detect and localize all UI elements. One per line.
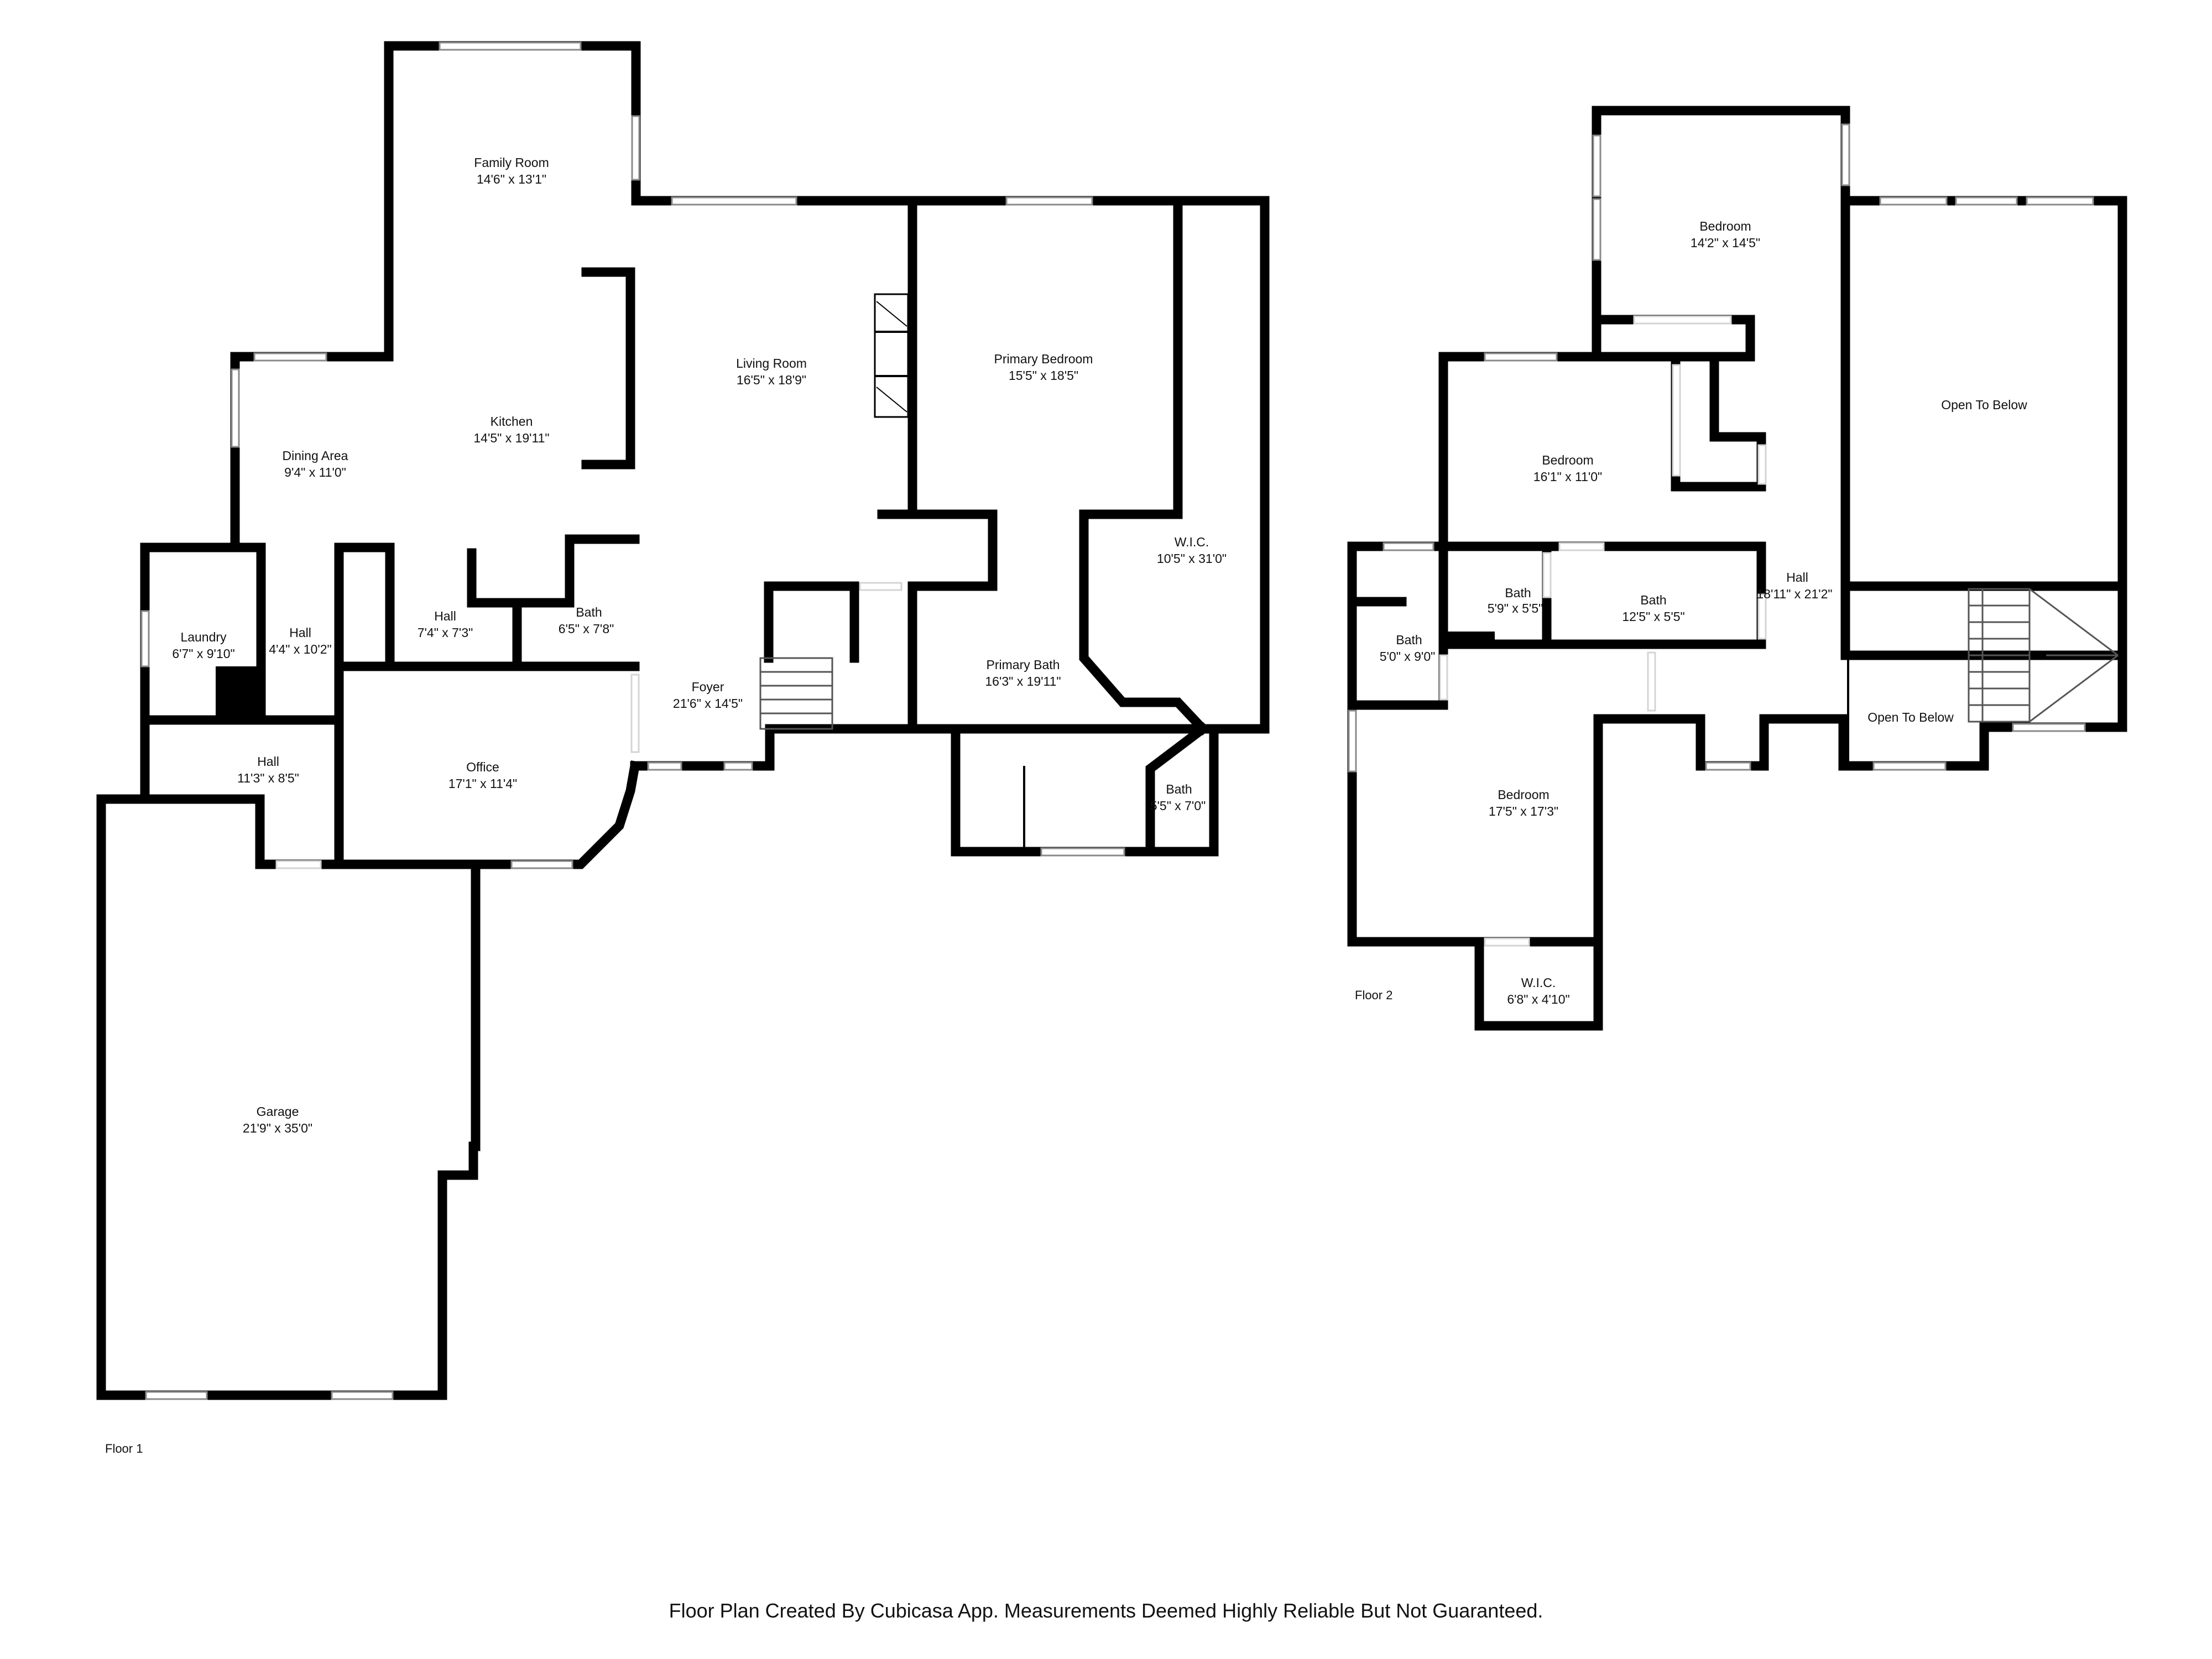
room-name: Bath xyxy=(1396,633,1422,647)
floor-2-label: Floor 2 xyxy=(1355,988,1392,1002)
room-dims: 6'7" x 9'10" xyxy=(172,646,234,661)
room-dims: 7'4" x 7'3" xyxy=(418,625,473,640)
floor-2-stairs xyxy=(1968,588,2119,723)
room-dims: 5'0" x 9'0" xyxy=(1380,649,1436,664)
room-name: Primary Bath xyxy=(987,658,1060,672)
room-dims: 12'5" x 5'5" xyxy=(1622,609,1684,624)
room-name: Open To Below xyxy=(1867,710,1954,724)
room-name: Bedroom xyxy=(1498,787,1549,802)
room-name: Family Room xyxy=(474,155,549,170)
room-dims: 14'2" x 14'5" xyxy=(1691,236,1760,250)
floor-1-walls xyxy=(96,41,1270,1400)
room-name: Hall xyxy=(434,609,456,623)
floor-2-chimney-block xyxy=(1446,632,1495,647)
room-dims: 5'5" x 7'0" xyxy=(1150,799,1206,813)
room-name: Living Room xyxy=(736,356,807,371)
room-name: Bath xyxy=(1640,593,1666,607)
room-dims: 6'8" x 4'10" xyxy=(1507,992,1569,1006)
laundry-appliance xyxy=(216,666,264,720)
room-name: Bath xyxy=(576,605,602,619)
floor-2-openings xyxy=(1439,315,1849,947)
room-dims: 17'1" x 11'4" xyxy=(448,776,517,791)
room-name: Hall xyxy=(289,625,311,640)
room-dims: 5'9" x 5'5" xyxy=(1488,601,1543,615)
room-name: Hall xyxy=(257,754,279,769)
floor-2-windows xyxy=(1348,123,2094,773)
floor-2-labels: Bedroom 14'2" x 14'5" Open To Below Bedr… xyxy=(1355,219,2027,1006)
room-name: Laundry xyxy=(180,630,227,644)
room-dims: 11'3" x 8'5" xyxy=(237,771,299,785)
room-name: Garage xyxy=(257,1104,299,1119)
room-dims: 6'5" x 7'8" xyxy=(559,622,614,636)
footer-disclaimer: Floor Plan Created By Cubicasa App. Meas… xyxy=(669,1599,1543,1622)
room-dims: 15'5" x 18'5" xyxy=(1009,368,1078,383)
room-name: Primary Bedroom xyxy=(994,352,1093,366)
room-name: Dining Area xyxy=(283,448,348,463)
room-name: Bedroom xyxy=(1699,219,1751,233)
room-name: Open To Below xyxy=(1941,398,2027,412)
floor-1-openings xyxy=(275,582,1025,1139)
room-name: Bath xyxy=(1505,586,1531,600)
room-dims: 16'5" x 18'9" xyxy=(737,373,806,387)
room-dims: 9'4" x 11'0" xyxy=(284,465,346,479)
room-dims: 16'1" x 11'0" xyxy=(1533,469,1602,484)
floor-1-stairs xyxy=(759,657,833,730)
room-dims: 21'6" x 14'5" xyxy=(673,696,743,711)
room-name: Hall xyxy=(1786,570,1808,585)
room-name: Bedroom xyxy=(1542,453,1593,467)
room-name: Kitchen xyxy=(491,414,533,429)
room-name: W.I.C. xyxy=(1521,975,1556,990)
room-dims: 4'4" x 10'2" xyxy=(269,642,331,656)
floor-1-labels: Family Room 14'6" x 13'1" Living Room 16… xyxy=(105,155,1227,1455)
room-dims: 14'5" x 19'11" xyxy=(473,431,549,445)
fireplace xyxy=(874,293,909,418)
floor-1-windows xyxy=(140,41,1125,1400)
room-dims: 10'5" x 31'0" xyxy=(1157,551,1227,566)
room-name: Foyer xyxy=(692,680,724,694)
room-dims: 16'3" x 19'11" xyxy=(985,674,1061,688)
room-dims: 14'6" x 13'1" xyxy=(477,172,546,186)
room-dims: 21'9" x 35'0" xyxy=(243,1121,312,1135)
room-name: Office xyxy=(466,760,499,774)
room-dims: 18'11" x 21'2" xyxy=(1756,587,1832,601)
floor-1-label: Floor 1 xyxy=(105,1442,143,1455)
room-dims: 17'5" x 17'3" xyxy=(1489,804,1558,818)
room-name: W.I.C. xyxy=(1175,535,1209,549)
room-name: Bath xyxy=(1166,782,1192,796)
